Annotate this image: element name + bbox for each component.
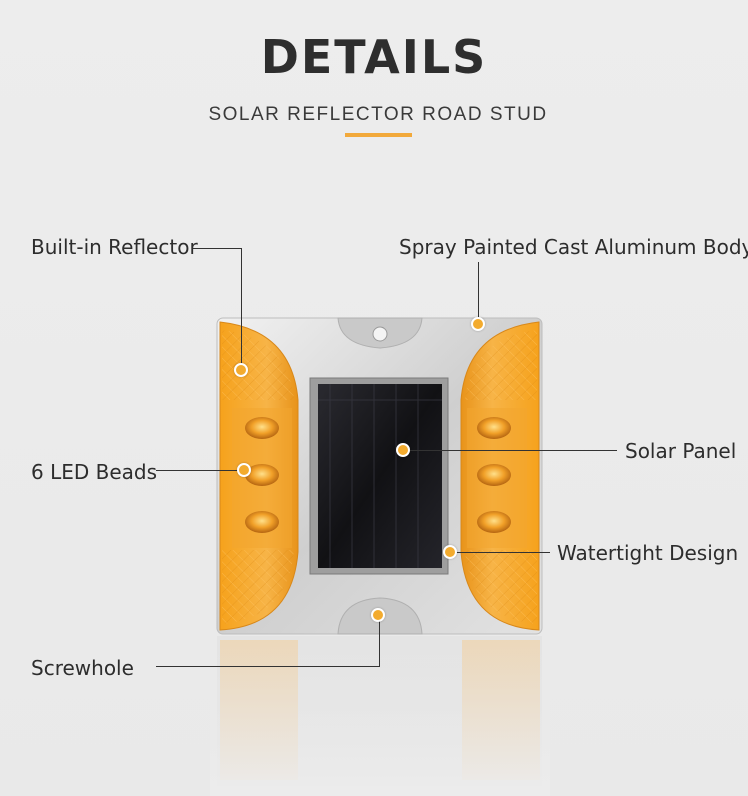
- led-beads-left: [245, 417, 279, 533]
- label-built-in-reflector: Built-in Reflector: [31, 235, 198, 259]
- page-subtitle: SOLAR REFLECTOR ROAD STUD: [208, 104, 548, 125]
- leader-solar-panel: [410, 450, 617, 451]
- label-screwhole: Screwhole: [31, 656, 134, 680]
- leader-built-in-reflector-h: [193, 248, 242, 249]
- leader-screwhole-h: [156, 666, 380, 667]
- title-accent-bar: [345, 133, 412, 137]
- label-watertight-design: Watertight Design: [557, 541, 739, 565]
- callout-dot-solar-panel: [396, 443, 410, 457]
- leader-built-in-reflector-v: [241, 248, 242, 370]
- label-spray-painted-body: Spray Painted Cast Aluminum Body: [399, 235, 748, 259]
- leader-body-v: [478, 262, 479, 324]
- leader-watertight: [456, 552, 550, 553]
- page-title: DETAILS: [260, 30, 488, 84]
- label-led-beads: 6 LED Beads: [31, 460, 158, 484]
- leader-led-beads: [156, 470, 244, 471]
- leader-screwhole-v: [379, 618, 380, 667]
- callout-dot-watertight: [443, 545, 457, 559]
- callout-dot-screwhole: [371, 608, 385, 622]
- label-solar-panel: Solar Panel: [625, 439, 737, 463]
- callout-dot-led: [237, 463, 251, 477]
- led-beads-right: [477, 417, 511, 533]
- callout-dot-body: [471, 317, 485, 331]
- callout-dot-reflector: [234, 363, 248, 377]
